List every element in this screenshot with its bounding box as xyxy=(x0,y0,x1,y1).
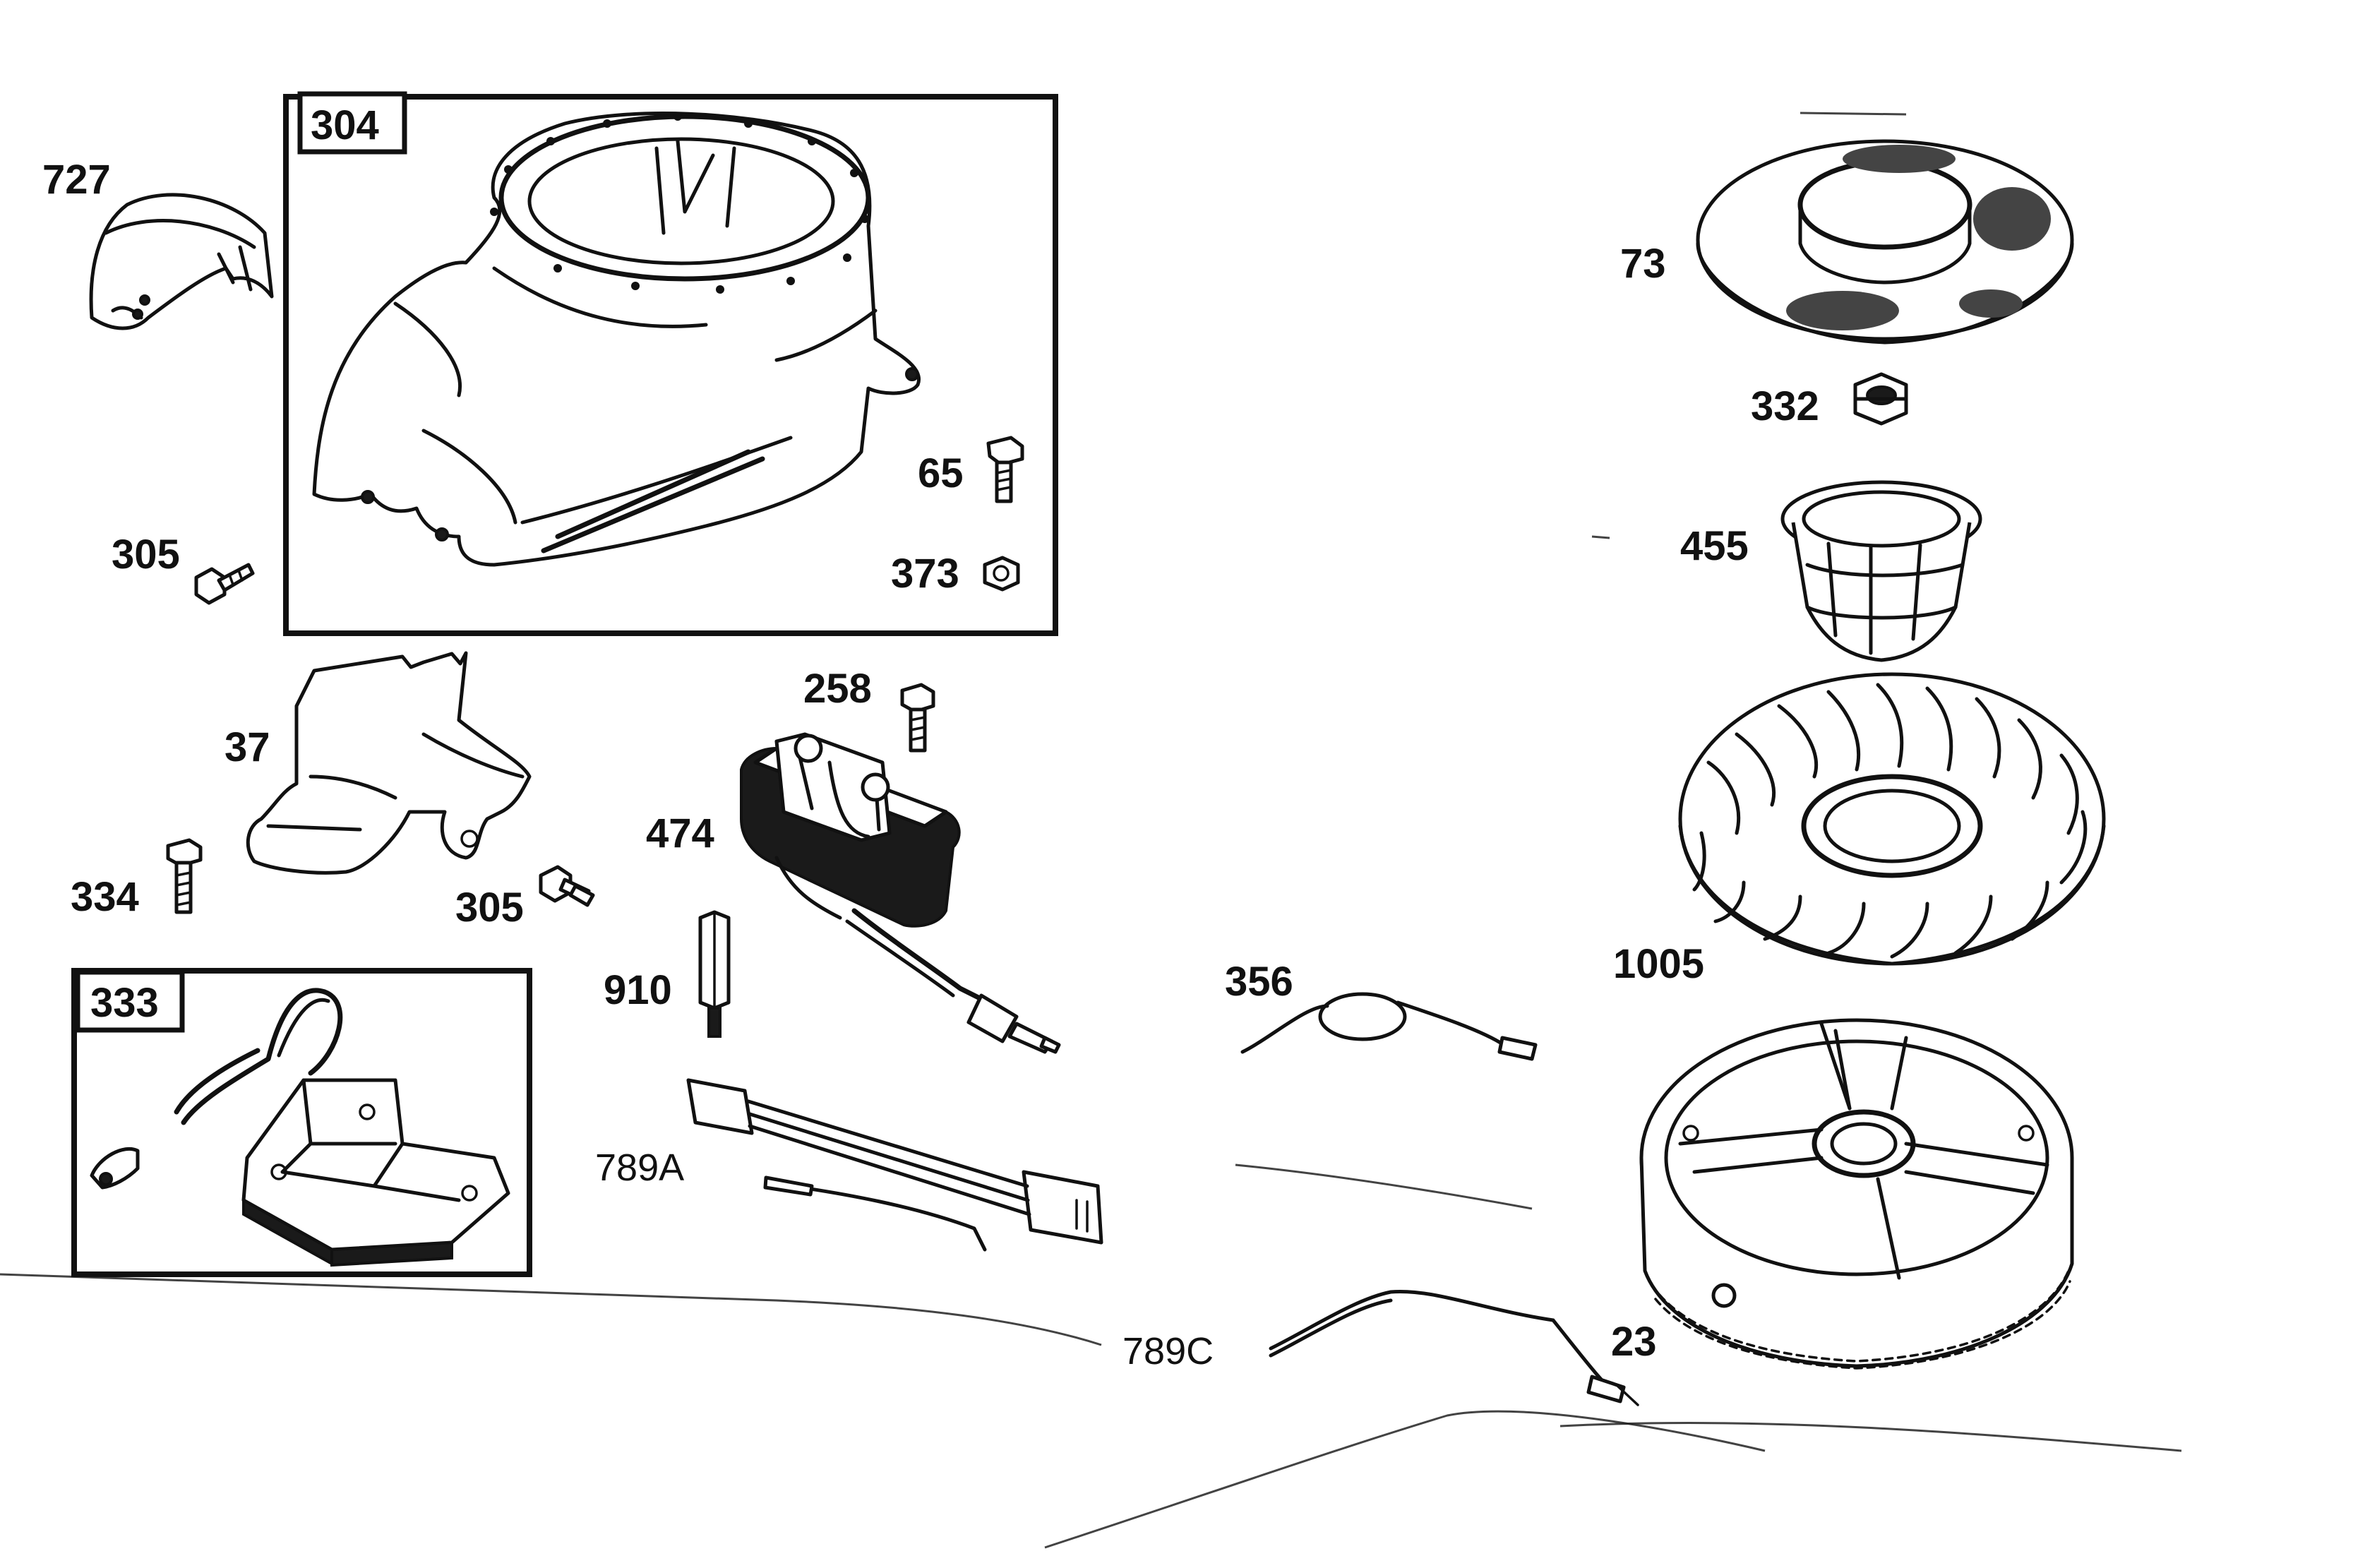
callout-373: 373 xyxy=(891,551,959,597)
part-23-flywheel xyxy=(1639,1018,2074,1370)
part-333-box xyxy=(71,968,532,1277)
part-305-screw-lower xyxy=(539,865,595,907)
part-1005-fins xyxy=(1692,683,2088,959)
callout-332: 332 xyxy=(1751,383,1819,429)
part-305-screw-upper xyxy=(194,563,255,605)
callout-455: 455 xyxy=(1680,523,1749,569)
part-258-screw xyxy=(900,683,935,753)
callout-305-upper: 305 xyxy=(112,532,180,577)
part-304-bolt-holes xyxy=(490,112,869,294)
scan-artifact-lines xyxy=(0,112,2182,1549)
callout-73: 73 xyxy=(1620,241,1666,287)
callout-333: 333 xyxy=(90,980,159,1026)
callout-474: 474 xyxy=(646,810,714,856)
part-1005-fan xyxy=(1678,672,2106,966)
part-304-tag xyxy=(297,91,407,155)
callout-23: 23 xyxy=(1611,1319,1657,1365)
callout-37: 37 xyxy=(224,724,270,770)
part-910-standoff xyxy=(698,910,731,1038)
callout-910: 910 xyxy=(604,967,672,1013)
callout-789c: 789C xyxy=(1122,1330,1214,1372)
part-356-wire xyxy=(1240,992,1538,1061)
part-304-blower-housing xyxy=(312,112,921,567)
callout-727: 727 xyxy=(42,157,111,203)
part-333-tag xyxy=(75,969,185,1033)
part-332-nut xyxy=(1853,372,1908,426)
callout-304: 304 xyxy=(311,102,379,148)
part-304-box xyxy=(283,94,1058,636)
callout-789a: 789A xyxy=(595,1147,684,1189)
part-73-screen xyxy=(1696,139,2074,345)
part-474-armature xyxy=(740,732,1061,1054)
part-23-ring-gear-teeth xyxy=(1651,1269,2071,1370)
callout-334: 334 xyxy=(71,874,139,920)
part-333-group: 333 xyxy=(71,968,532,1277)
part-789c-wire xyxy=(1269,1289,1639,1406)
callout-1005: 1005 xyxy=(1613,941,1704,987)
callout-356: 356 xyxy=(1225,959,1293,1005)
callout-305-lower: 305 xyxy=(455,885,524,930)
callout-258: 258 xyxy=(803,666,872,712)
part-789a-harness xyxy=(686,1078,1103,1252)
part-334-bolt xyxy=(166,838,203,914)
part-73-mesh xyxy=(1786,145,2051,330)
part-37-baffle xyxy=(246,651,532,875)
callout-65: 65 xyxy=(918,450,964,496)
part-304-group: 304 xyxy=(283,91,1058,636)
part-333-ignition-coil xyxy=(90,988,510,1267)
part-65-bolt xyxy=(986,436,1024,503)
part-373-nut xyxy=(983,556,1020,592)
part-727-cover xyxy=(89,193,274,330)
part-455-cup xyxy=(1780,480,1982,662)
